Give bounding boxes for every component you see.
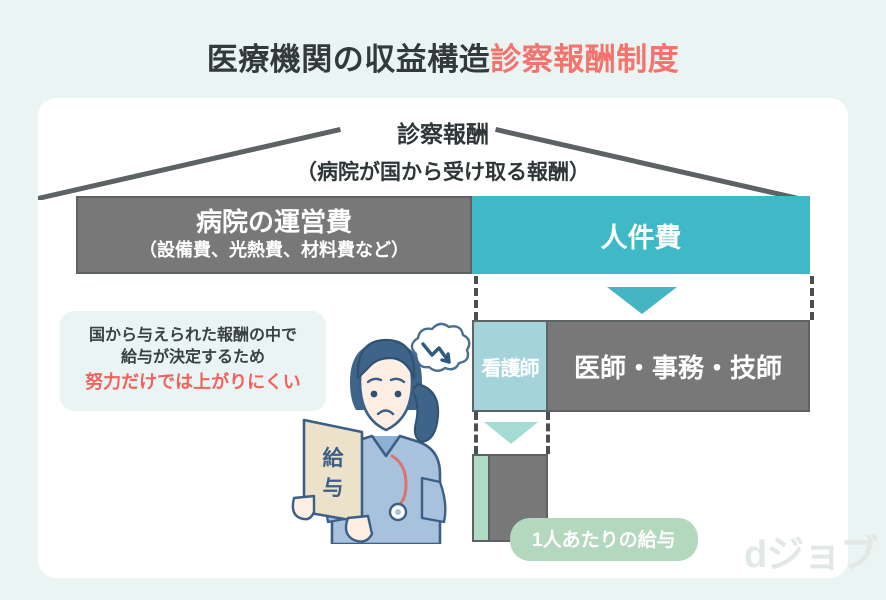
salary-envelope-icon: 給 与 [302, 418, 364, 524]
bar-nurse-label: 看護師 [481, 357, 540, 380]
svg-text:与: 与 [323, 477, 344, 500]
page-title-accent: 診察報酬制度 [490, 42, 680, 77]
down-arrow-icon-upper [607, 287, 677, 314]
dashed-connector-right-lower [546, 412, 550, 454]
brand-logo: dジョブ [744, 534, 878, 576]
note-box: 国から与えられた報酬の中で 給与が決定するため 努力だけでは上がりにくい [60, 311, 326, 411]
page-title: 医療機関の収益構造診察報酬制度 [0, 34, 886, 79]
bar-operating-cost: 病院の運営費 （設備費、光熱費、材料費など） [76, 196, 472, 274]
bar-labor-cost: 人件費 [472, 196, 810, 274]
dashed-connector-left-lower [474, 412, 478, 454]
svg-text:給: 給 [323, 446, 345, 470]
bar-nurse: 看護師 [472, 320, 548, 412]
header-main-label: 診察報酬 [397, 121, 489, 147]
nurse-illustration: 給 与 [291, 322, 471, 544]
per-person-salary-pill-label: 1人あたりの給与 [510, 518, 698, 561]
note-line-3-accent: 努力だけでは上がりにくい [85, 372, 301, 393]
note-line-2: 給与が決定するため [120, 349, 265, 367]
dashed-connector-left-upper [474, 276, 478, 320]
page-title-main: 医療機関の収益構造 [206, 42, 491, 77]
bar-doctor-admin-technician: 医師・事務・技師 [548, 320, 810, 412]
note-line-1: 国から与えられた報酬の中で [88, 327, 297, 344]
bar-operating-cost-subtitle: （設備費、光熱費、材料費など） [139, 239, 409, 260]
bar-labor-cost-title: 人件費 [600, 222, 682, 253]
down-arrow-icon-lower [484, 422, 538, 444]
bar-per-person-salary-green [472, 454, 490, 542]
dashed-connector-right-upper [810, 276, 814, 320]
bar-operating-cost-title: 病院の運営費 [195, 207, 352, 237]
bar-doctor-admin-technician-label: 医師・事務・技師 [573, 352, 782, 383]
header-sub-label: （病院が国から受け取る報酬） [296, 161, 590, 184]
